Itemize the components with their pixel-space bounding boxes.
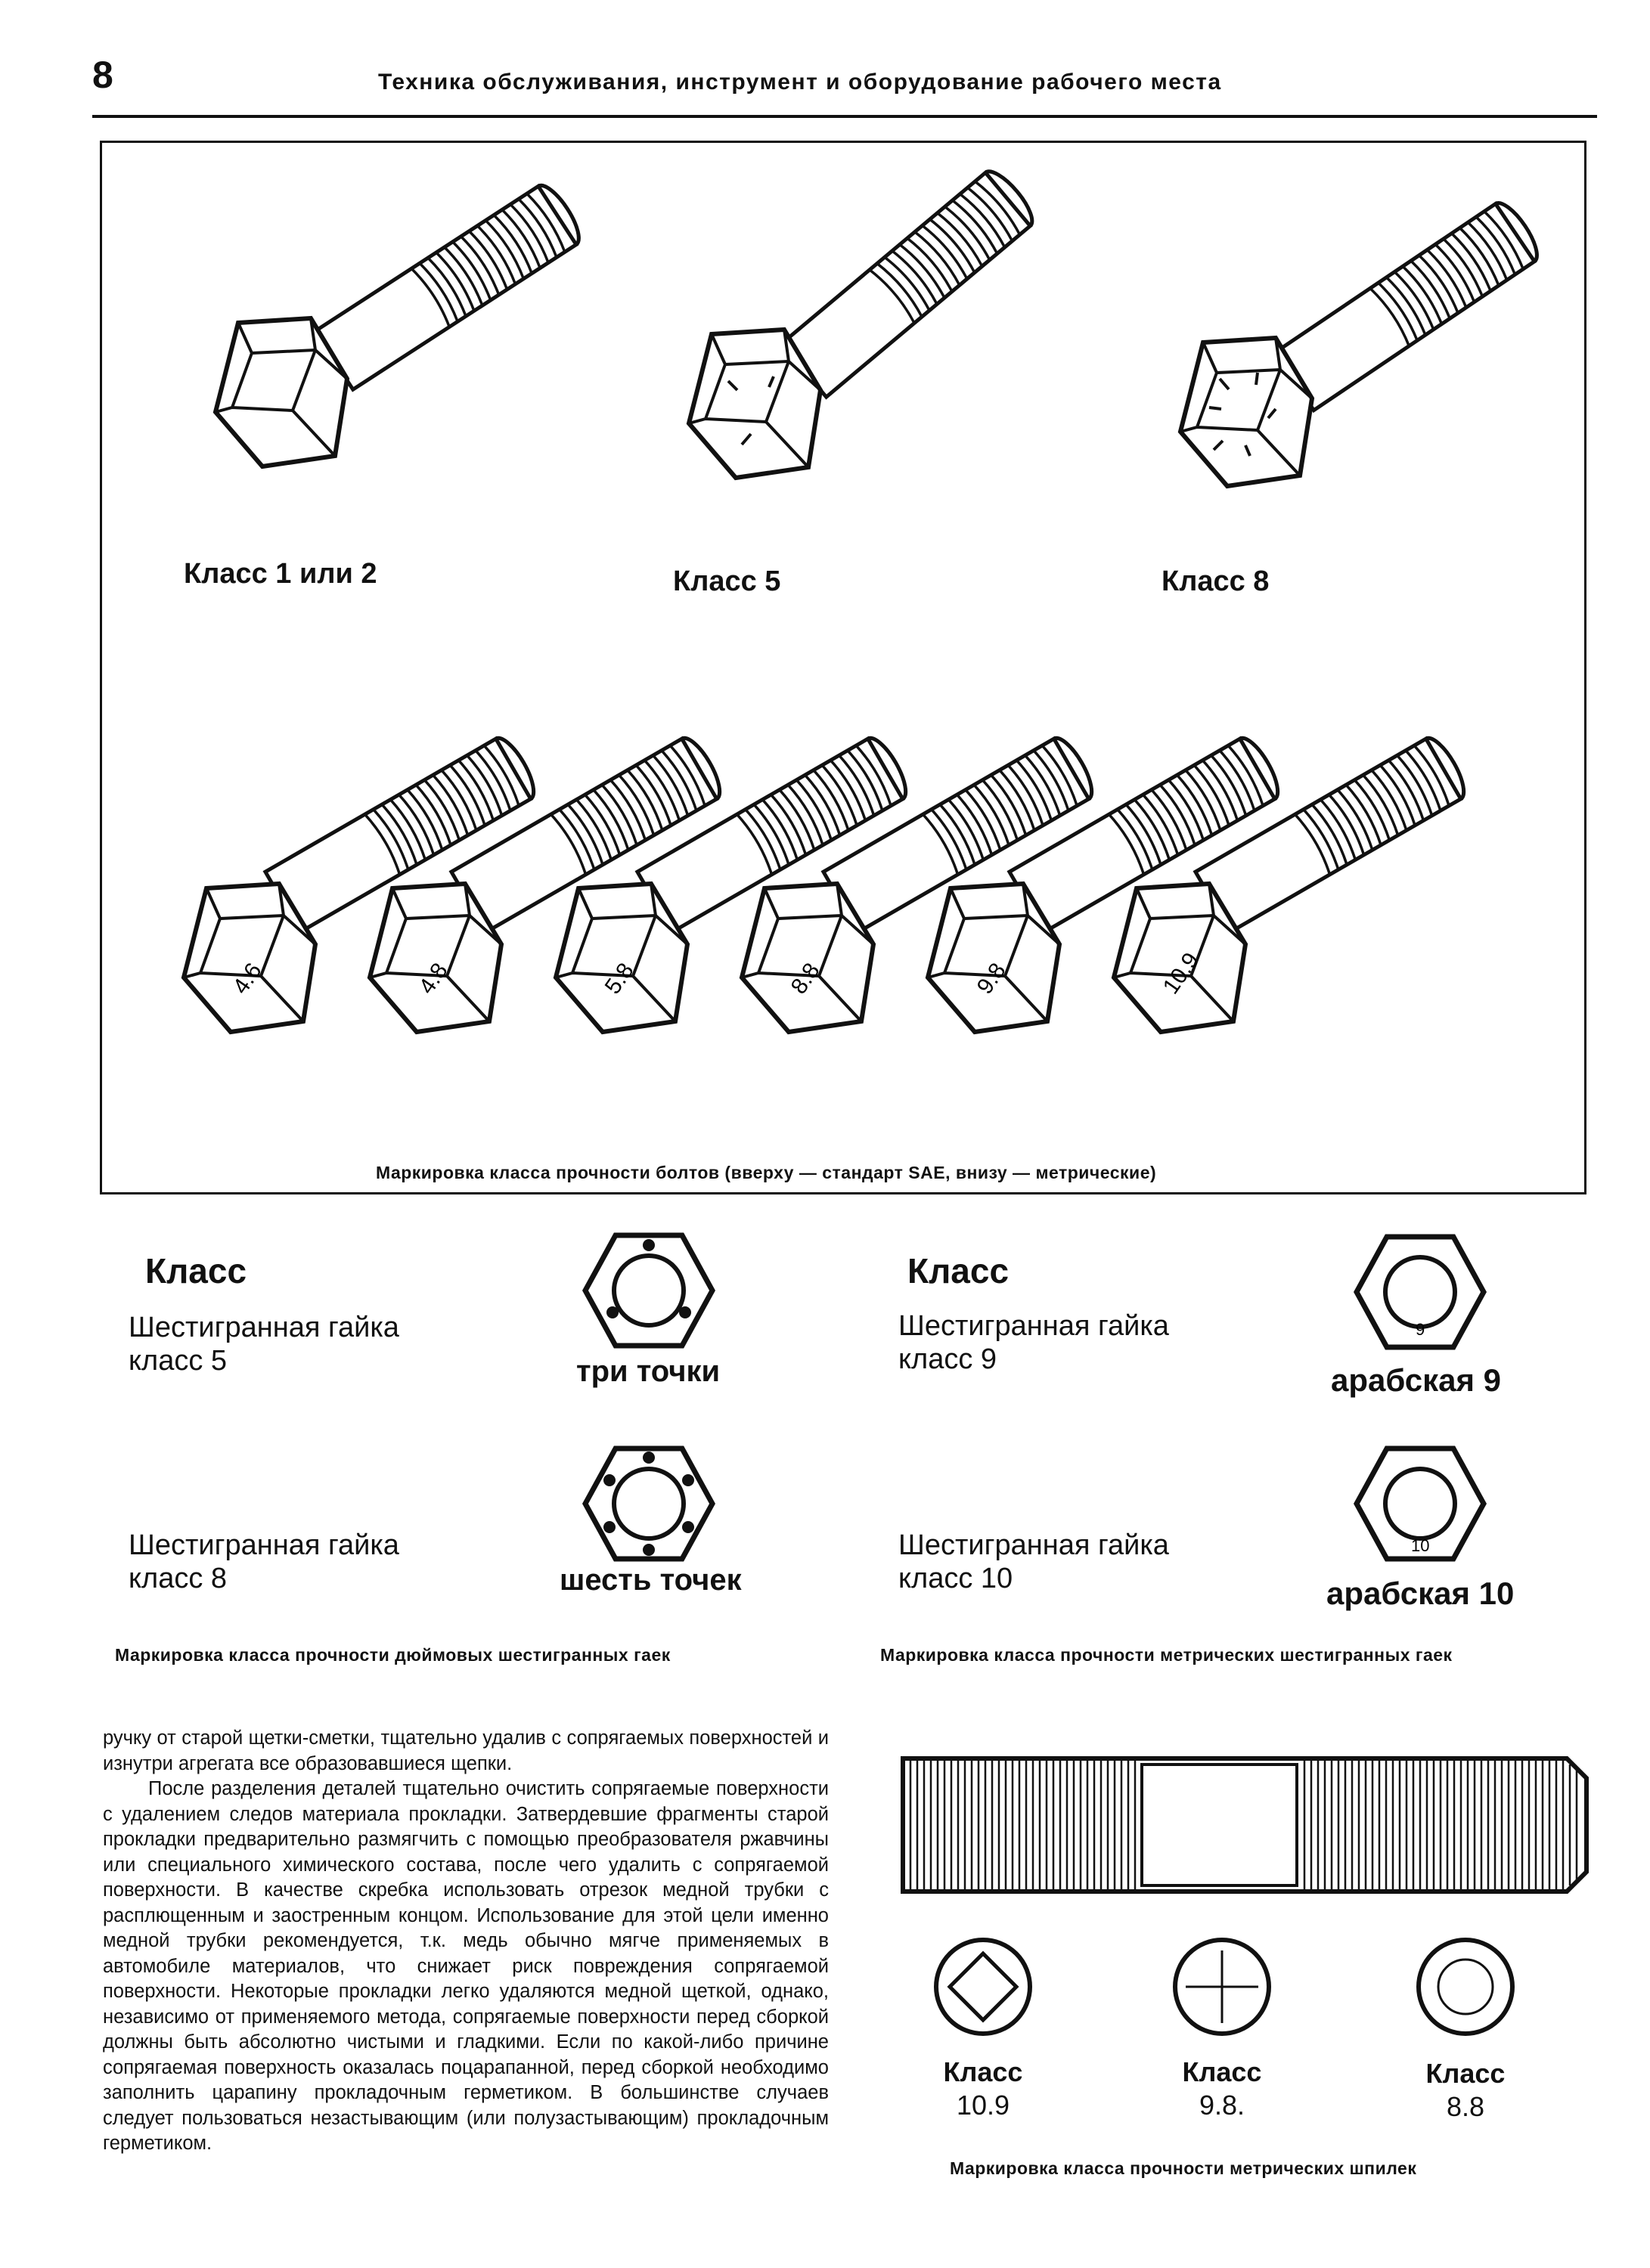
diamond-mark-icon xyxy=(934,1938,1032,2036)
inch-nut-class-8-line1: Шестигранная гайка xyxy=(129,1529,399,1561)
metric-bolt-4-8: 4.8 xyxy=(370,733,727,1032)
metric-nuts-title: Класс xyxy=(907,1251,1010,1290)
sae-label-class-5: Класс 5 xyxy=(673,565,781,597)
three-dots-label: три точки xyxy=(576,1355,721,1388)
inch-nut-class-5-text: Шестигранная гайка класс 5 xyxy=(129,1311,399,1377)
metric-nuts-caption: Маркировка класса прочности метрических … xyxy=(880,1645,1453,1665)
metric-nut-class-9-line1: Шестигранная гайка xyxy=(898,1310,1169,1342)
running-title: Техника обслуживания, инструмент и обору… xyxy=(378,70,1222,94)
inch-nut-class-8-line2: класс 8 xyxy=(129,1563,228,1594)
inch-nut-class-8-text: Шестигранная гайка класс 8 xyxy=(129,1529,399,1595)
stud-class-label-2: Класс xyxy=(1182,2056,1262,2087)
inch-nut-class-5-line2: класс 5 xyxy=(129,1345,228,1377)
stud-class-label-3: Класс xyxy=(1425,2058,1506,2089)
sae-label-class-8: Класс 8 xyxy=(1162,565,1270,597)
ring-mark-icon xyxy=(1416,1938,1515,2036)
body-paragraph-1: ручку от старой щетки-сметки, тщательно … xyxy=(103,1727,829,1774)
arabic-10-nut-icon: 10 xyxy=(1354,1445,1487,1562)
bolt-figure-frame xyxy=(100,141,1586,1194)
header-rule xyxy=(92,115,1597,118)
inch-nut-class-5-line1: Шестигранная гайка xyxy=(129,1312,399,1343)
stud-class-value-10-9: 10.9 xyxy=(956,2090,1010,2121)
metric-bolt-5-8: 5.8 xyxy=(556,733,913,1032)
six-dots-label: шесть точек xyxy=(560,1563,742,1597)
metric-nut-class-9-line2: класс 9 xyxy=(898,1343,997,1375)
stud-class-value-9-8: 9.8. xyxy=(1199,2090,1245,2121)
bolt-figure-illustration: 4.6 4.8 5.8 8.8 9.8 10.9 xyxy=(102,143,1584,1192)
inch-nuts-title: Класс xyxy=(145,1251,247,1290)
cross-mark-icon xyxy=(1173,1938,1271,2036)
three-dots-nut-icon xyxy=(582,1232,715,1349)
inch-nuts-caption: Маркировка класса прочности дюймовых шес… xyxy=(115,1645,671,1665)
arabic-10-label: арабская 10 xyxy=(1326,1576,1515,1611)
page-number: 8 xyxy=(92,54,113,96)
stud-illustration xyxy=(901,1756,1589,1894)
studs-caption: Маркировка класса прочности метрических … xyxy=(950,2158,1417,2178)
metric-bolt-10-9: 10.9 xyxy=(1114,733,1472,1032)
metric-bolt-8-8: 8.8 xyxy=(742,733,1099,1032)
arabic-9-nut-icon: 9 xyxy=(1354,1234,1487,1350)
body-paragraph-2: После разделения деталей тщательно очист… xyxy=(103,1778,829,2154)
arabic-10-stamp: 10 xyxy=(1411,1536,1429,1555)
bolt-figure-caption: Маркировка класса прочности болтов (ввер… xyxy=(376,1163,1157,1182)
sae-bolt-class-1-2 xyxy=(216,180,586,466)
arabic-9-stamp: 9 xyxy=(1416,1320,1425,1339)
metric-nut-class-10-line1: Шестигранная гайка xyxy=(898,1529,1169,1561)
sae-bolt-class-8 xyxy=(1180,197,1544,486)
metric-nut-class-10-text: Шестигранная гайка класс 10 xyxy=(898,1529,1169,1595)
sae-label-class-1-2: Класс 1 или 2 xyxy=(184,558,377,590)
six-dots-nut-icon xyxy=(582,1445,715,1562)
body-text: ручку от старой щетки-сметки, тщательно … xyxy=(103,1726,829,2157)
metric-bolt-9-8: 9.8 xyxy=(928,733,1286,1032)
metric-nut-class-10-line2: класс 10 xyxy=(898,1563,1013,1594)
stud-class-label-1: Класс xyxy=(943,2056,1023,2087)
metric-nut-class-9-text: Шестигранная гайка класс 9 xyxy=(898,1309,1169,1376)
metric-bolt-4-6: 4.6 xyxy=(184,733,541,1032)
arabic-9-label: арабская 9 xyxy=(1331,1362,1502,1398)
sae-bolt-class-5 xyxy=(689,165,1040,478)
stud-class-value-8-8: 8.8 xyxy=(1446,2091,1485,2122)
